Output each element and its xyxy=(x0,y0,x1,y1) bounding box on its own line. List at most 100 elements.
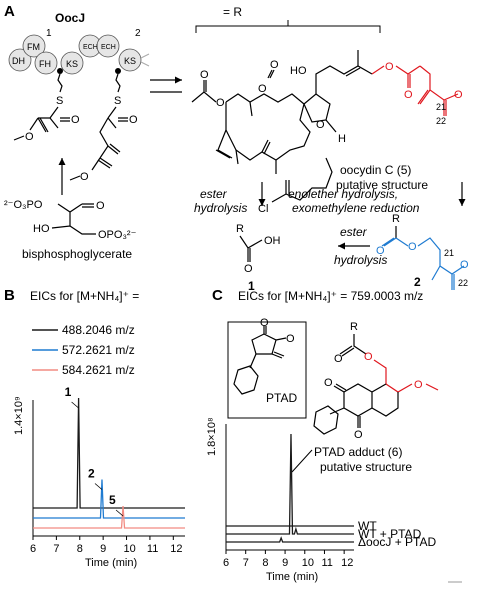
trace-line xyxy=(226,536,354,543)
panel-b-label: B xyxy=(4,287,15,304)
x-tick-label: 11 xyxy=(147,543,158,555)
peak-label: 2 xyxy=(88,467,95,481)
atom-r: R xyxy=(392,213,400,225)
adduct-pointer xyxy=(291,449,313,473)
domain-dh xyxy=(8,48,32,72)
legend-label-3: 584.2621 m/z xyxy=(62,363,135,377)
atom-o: O xyxy=(454,89,463,101)
atom-o: O xyxy=(408,241,417,253)
peak-label: 1 xyxy=(65,385,72,399)
domain-dh-label: DH xyxy=(12,56,25,66)
r-bracket xyxy=(195,25,381,33)
enzyme-name: OocJ xyxy=(55,11,85,25)
domain-ks-2 xyxy=(118,48,142,72)
ptad-label: PTAD xyxy=(266,391,297,405)
panel-c-label: C xyxy=(212,287,223,304)
x-tick-label: 12 xyxy=(341,557,353,569)
acyl-intermediate-2: S O O xyxy=(69,95,138,183)
bisphosphoglycerate-structure: ²⁻O₃PO O HO OPO₃²⁻ bisphosphoglycerate xyxy=(4,199,137,261)
atom-o: O xyxy=(80,171,89,183)
atom-h: H xyxy=(338,133,346,145)
atom-cl: Cl xyxy=(258,203,268,215)
legend-label-1: 488.2046 m/z xyxy=(62,323,135,337)
atom-o: O xyxy=(404,89,413,101)
atom-o: O xyxy=(25,131,34,143)
ptad-adduct-structure: R O O O O O xyxy=(313,321,439,441)
domain-fm xyxy=(22,34,46,58)
compound-1-structure: R OH O 1 xyxy=(236,223,281,293)
atom-o: O xyxy=(216,97,225,109)
atom-ho: HO xyxy=(290,65,307,77)
adduct-name: PTAD adduct (6) xyxy=(314,445,402,459)
acp-1 xyxy=(57,68,63,74)
domain-fh xyxy=(34,51,58,75)
atom-o: O xyxy=(334,353,343,365)
atom-o: O xyxy=(364,351,373,363)
trace-label: WT xyxy=(358,519,377,533)
atom-o: O xyxy=(244,263,253,275)
domain-ech-1-label: ECH xyxy=(83,44,98,51)
atom-o: O xyxy=(200,69,209,81)
compound-5-name: oocydin C (5) xyxy=(340,163,411,177)
panel-a-label: A xyxy=(4,3,15,20)
x-tick-label: 11 xyxy=(321,557,332,569)
atom-o: O xyxy=(129,114,138,126)
pp-arm-2 xyxy=(115,73,121,93)
atom-o: O xyxy=(324,377,333,389)
adduct-note: putative structure xyxy=(320,460,412,474)
atom-oh: OH xyxy=(264,235,281,247)
trace-line xyxy=(33,397,185,509)
peak-label-pointer xyxy=(94,483,103,490)
compound-2-number: 2 xyxy=(414,275,421,289)
atom-o: O xyxy=(376,245,385,257)
x-tick-label: 9 xyxy=(100,543,106,555)
carbon-21-label: 21 xyxy=(436,102,446,112)
domain-fh-label: FH xyxy=(39,59,51,69)
legend-label-2: 572.2621 m/z xyxy=(62,343,135,357)
compound-2-c21: 21 xyxy=(444,248,454,258)
y-axis-label: 1.8×10⁸ xyxy=(206,417,218,456)
domain-ks-1-label: KS xyxy=(66,59,78,69)
domain-ks-2-label: KS xyxy=(124,56,136,66)
atom-o-ring: O xyxy=(316,119,325,131)
atom-o: O xyxy=(460,259,469,271)
acyl-intermediate-1: S O O xyxy=(13,95,80,143)
atom-o: O xyxy=(414,379,423,391)
precursor-hydroxyl: HO xyxy=(33,223,50,235)
x-tick-label: 6 xyxy=(30,543,36,555)
x-tick-label: 7 xyxy=(243,557,249,569)
peak-label-pointer xyxy=(115,509,124,517)
atom-o: O xyxy=(385,61,394,73)
atom-o: O xyxy=(258,83,267,95)
peak-label-pointer xyxy=(71,401,79,409)
precursor-phosphate-2: OPO₃²⁻ xyxy=(98,229,137,241)
carbon-22-label: 22 xyxy=(436,116,446,126)
panel-b-legend: 488.2046 m/z 572.2621 m/z 584.2621 m/z xyxy=(32,323,135,377)
compound-2-c22: 22 xyxy=(458,278,468,288)
ptad-box xyxy=(227,321,307,419)
trace-label: WT + PTAD xyxy=(358,527,422,541)
precursor-name: bisphosphoglycerate xyxy=(22,247,132,261)
x-tick-label: 12 xyxy=(170,543,182,555)
oocydin-c-structure: O O O O O H HO Cl xyxy=(191,50,373,215)
x-tick-label: 10 xyxy=(302,557,314,569)
atom-o: O xyxy=(354,429,363,441)
atom-s2: S xyxy=(114,95,121,107)
atom-s1: S xyxy=(56,95,63,107)
atom-o: O xyxy=(71,114,80,126)
pks-domain-cluster: DH FM FH KS ECH ECH KS xyxy=(8,34,150,93)
step-right-line-2: exomethylene reduction xyxy=(292,201,420,215)
trace-line xyxy=(33,505,185,529)
atom-o: O xyxy=(270,59,279,71)
trace-line xyxy=(226,433,354,535)
x-tick-label: 8 xyxy=(77,543,83,555)
atom-r: R xyxy=(350,321,358,333)
module-number-1: 1 xyxy=(46,28,52,39)
compound-5-note: putative structure xyxy=(336,178,428,192)
x-tick-label: 8 xyxy=(262,557,268,569)
chain-continuation xyxy=(140,53,150,67)
x-axis-label: Time (min) xyxy=(266,571,318,583)
step-bottom-line-2: hydrolysis xyxy=(334,253,387,267)
step-left-line-2: hydrolysis xyxy=(194,201,247,215)
